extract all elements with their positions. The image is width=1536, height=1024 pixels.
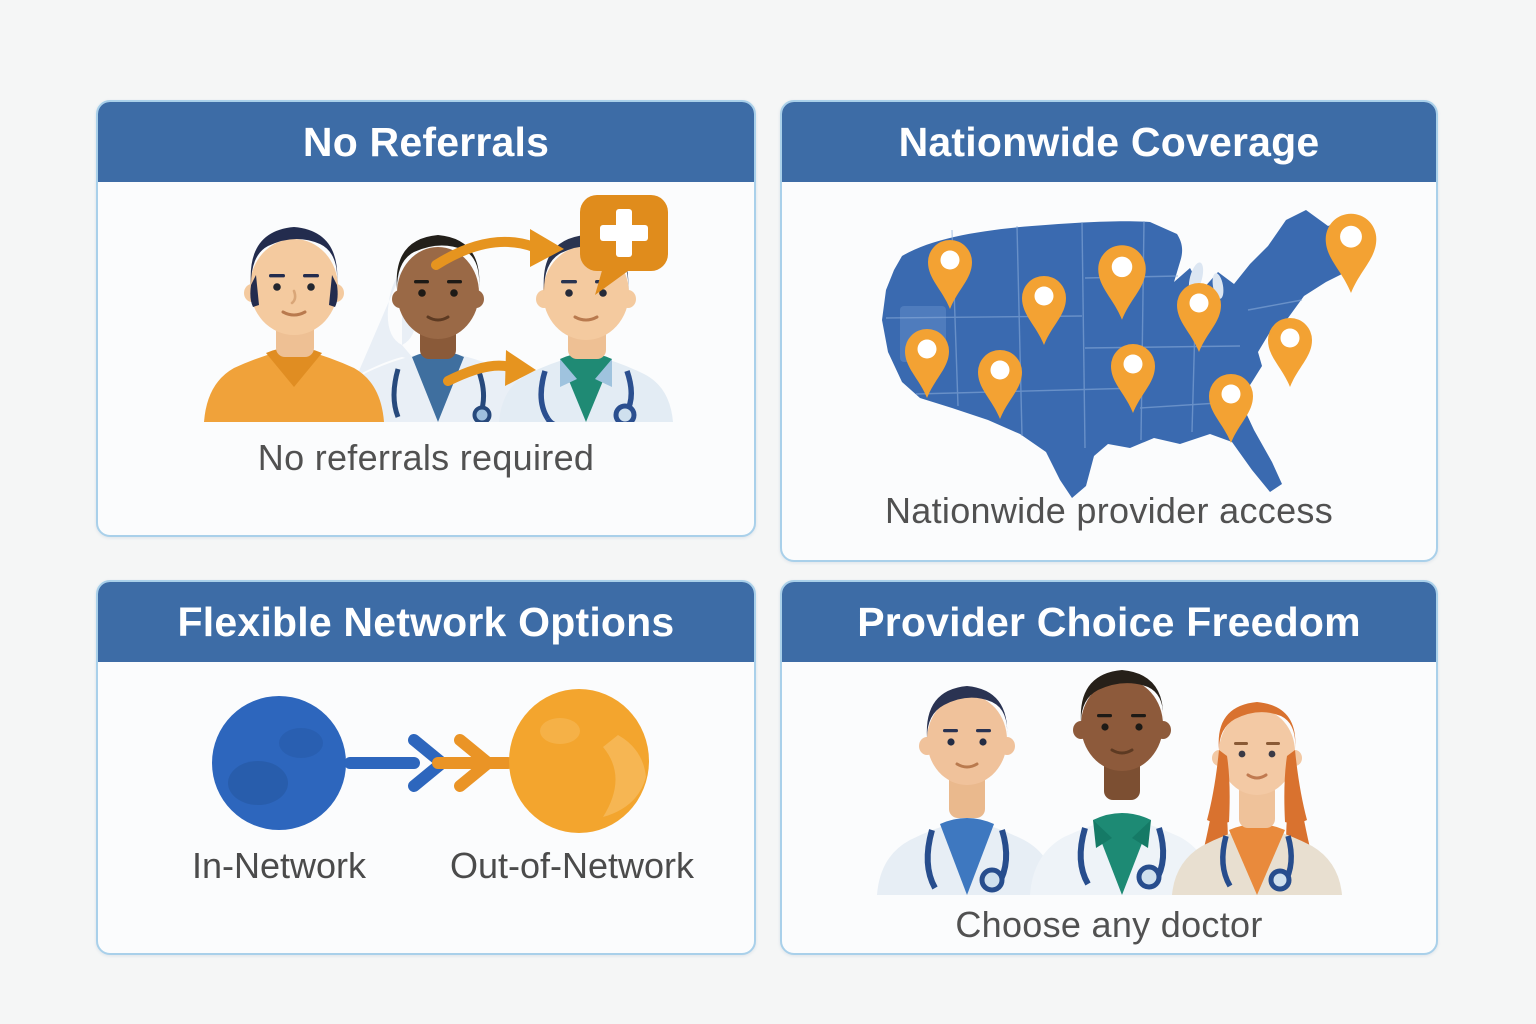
card-nationwide-title: Nationwide Coverage <box>898 118 1320 165</box>
in-network-circle <box>212 696 346 830</box>
in-network-label: In-Network <box>191 845 367 886</box>
card-no-referrals-title: No Referrals <box>302 118 550 165</box>
doctor-male-figure <box>877 686 1057 895</box>
stethoscope-icon <box>924 829 1010 893</box>
card-no-referrals-body: No referrals required <box>98 182 754 535</box>
card-nationwide-coverage: Nationwide Coverage <box>780 100 1438 562</box>
nationwide-caption: Nationwide provider access <box>884 490 1333 531</box>
referral-arrow-icon <box>443 350 536 386</box>
blue-arrow-icon <box>344 734 448 792</box>
card-nationwide-body: Nationwide provider access <box>782 182 1436 560</box>
card-provider-choice-header: Provider Choice Freedom <box>782 582 1436 662</box>
network-options-illustration <box>212 689 649 833</box>
patient-figure <box>204 227 384 422</box>
card-no-referrals: No Referrals <box>96 100 756 537</box>
stethoscope-icon <box>1220 835 1294 892</box>
stethoscope-icon <box>1077 827 1167 890</box>
no-referrals-caption: No referrals required <box>257 437 595 478</box>
card-nationwide-header: Nationwide Coverage <box>782 102 1436 182</box>
referral-arrow-icon <box>431 229 564 270</box>
out-of-network-circle <box>509 689 649 833</box>
card-flexible-network-options: Flexible Network Options <box>96 580 756 955</box>
no-referrals-illustration <box>204 195 673 422</box>
provider-choice-caption: Choose any doctor <box>955 904 1263 945</box>
card-flexible-network-body: In-Network Out-of-Network <box>98 662 754 953</box>
three-doctors-illustration <box>877 670 1342 895</box>
stethoscope-icon <box>538 370 637 422</box>
medical-cross-bubble-icon <box>580 195 668 295</box>
out-of-network-label: Out-of-Network <box>449 845 695 886</box>
card-provider-choice-body: Choose any doctor <box>782 662 1436 953</box>
card-flexible-network-header: Flexible Network Options <box>98 582 754 662</box>
us-map-illustration <box>882 210 1377 498</box>
orange-arrow-icon <box>432 734 514 792</box>
card-flexible-network-title: Flexible Network Options <box>177 598 675 645</box>
card-provider-choice-freedom: Provider Choice Freedom <box>780 580 1438 955</box>
card-no-referrals-header: No Referrals <box>98 102 754 182</box>
card-provider-choice-title: Provider Choice Freedom <box>857 598 1361 645</box>
doctor-female-figure <box>1172 702 1342 895</box>
stethoscope-icon <box>391 368 401 418</box>
doctor-black-male-figure <box>1030 670 1214 895</box>
